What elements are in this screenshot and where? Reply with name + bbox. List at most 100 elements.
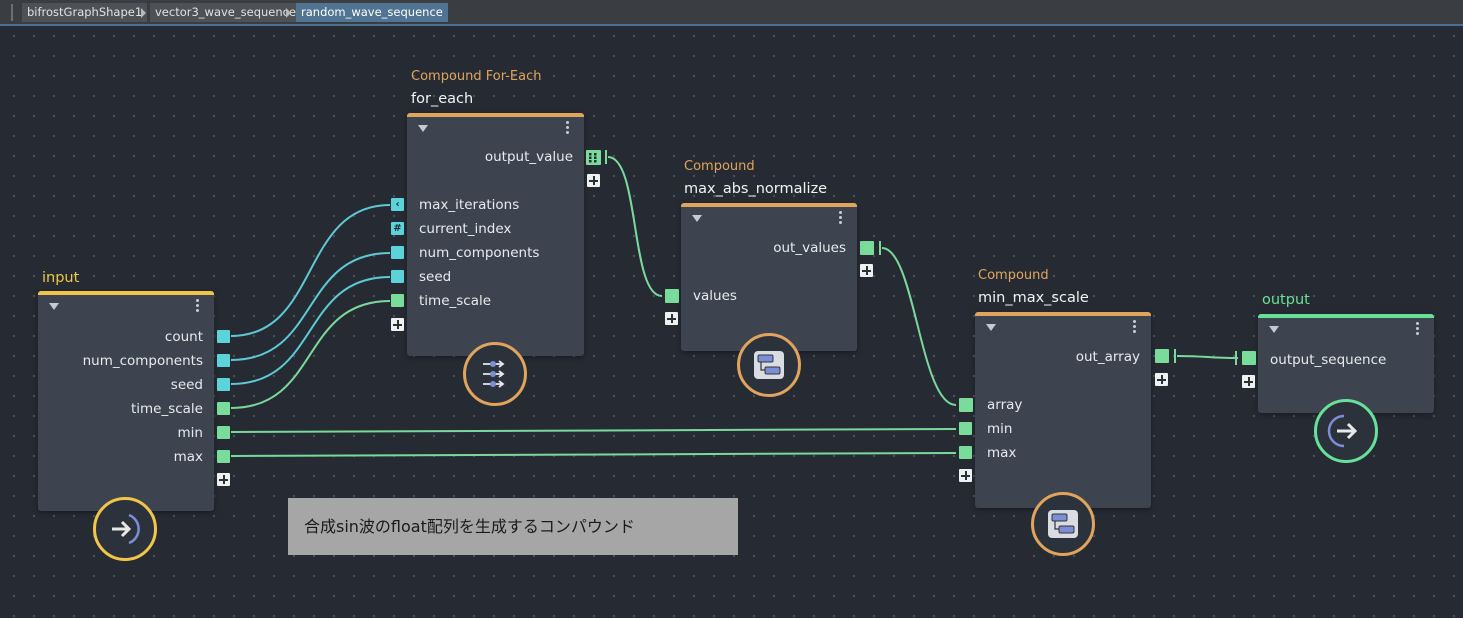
min-max-scale-node-accent [975,312,1151,316]
add-input-port-button[interactable] [1242,375,1255,388]
input-node-badge [93,497,157,561]
input-port-max[interactable] [959,446,972,459]
input-port-array[interactable] [959,398,973,412]
port-label-num-components: num_components [419,245,540,261]
port-label-num-components: num_components [82,353,203,369]
max-abs-normalize-node-title: max_abs_normalize [684,181,828,197]
collapse-triangle-icon[interactable] [418,125,428,132]
breadcrumb-item-bifrostgraphshape1[interactable]: bifrostGraphShape1 [22,3,148,22]
output-node-badge [1314,399,1378,463]
port-label-seed: seed [170,377,203,393]
for-each-node[interactable]: output_value max_iterations current_inde… [407,113,584,356]
output-port-count[interactable] [217,330,230,343]
port-label-output-value: output_value [484,149,573,165]
input-port-time-scale[interactable] [391,294,404,307]
node-menu-icon[interactable] [1416,322,1420,338]
max-abs-normalize-node[interactable]: out_values values [681,203,857,351]
min-max-scale-node-title: min_max_scale [978,290,1089,306]
node-menu-icon[interactable] [196,299,200,315]
collapse-triangle-icon[interactable] [986,324,996,331]
for-each-node-badge [463,342,527,406]
output-port-out-values[interactable] [860,241,874,255]
input-port-min[interactable] [959,422,972,435]
input-port-max-iterations[interactable]: ‹ [391,198,404,211]
array-dots-icon [589,153,597,163]
output-port-out-array[interactable] [1155,349,1169,363]
collapse-triangle-icon[interactable] [1269,326,1279,333]
add-input-port-button[interactable] [665,312,678,325]
wire-time-scale [230,300,391,409]
compound-icon [754,351,784,379]
breadcrumb-grip [11,4,13,21]
wire-output-value-to-values [607,156,663,297]
input-port-seed[interactable] [391,270,404,283]
port-label-max: max [173,449,203,465]
output-node-title: output [1262,292,1310,308]
add-output-port-button[interactable] [860,264,873,277]
output-port-seed[interactable] [217,378,230,391]
input-port-num-components[interactable] [391,246,404,259]
breadcrumb: bifrostGraphShape1 vector3_wave_sequence… [0,0,1463,26]
input-port-output-sequence[interactable] [1242,351,1256,365]
for-each-node-accent [407,113,584,117]
port-label-min: min [987,421,1013,437]
port-label-output-sequence: output_sequence [1270,352,1387,368]
wire-num-components [230,252,391,361]
port-label-count: count [164,329,203,345]
output-port-num-components[interactable] [217,354,230,367]
max-abs-normalize-node-category: Compound [684,159,755,174]
breadcrumb-separator-icon [141,8,146,18]
add-output-port-button[interactable] [587,174,600,187]
output-node[interactable]: output_sequence [1258,314,1434,413]
port-label-time-scale: time_scale [419,293,492,309]
add-output-port-button[interactable] [217,473,230,486]
collapse-triangle-icon[interactable] [692,215,702,222]
arrow-right-into-arc-icon [112,513,140,545]
port-label-max: max [987,445,1017,461]
wire-min [230,428,957,433]
wire-seed [230,276,391,385]
port-label-current-index: current_index [419,221,512,237]
arrow-right-circle-icon [1327,414,1358,448]
port-label-array: array [987,397,1023,413]
add-input-port-button[interactable] [391,318,404,331]
wire-out-values-to-array [881,247,957,406]
add-output-port-button[interactable] [1155,373,1168,386]
input-node-title: input [42,270,80,286]
graph-comment-note[interactable]: 合成sin波のfloat配列を生成するコンパウンド [288,498,738,555]
output-port-max[interactable] [217,450,230,463]
port-label-out-array: out_array [1075,349,1140,365]
output-port-min[interactable] [217,426,230,439]
compound-icon [1048,510,1078,538]
wire-count-to-max-iterations [230,204,391,337]
min-max-scale-node[interactable]: out_array array min max [975,312,1151,508]
collapse-triangle-icon[interactable] [49,303,59,310]
for-each-node-title: for_each [411,91,474,107]
breadcrumb-item-vector3-wave-sequence[interactable]: vector3_wave_sequence [150,3,302,22]
breadcrumb-separator-icon [286,8,291,18]
port-label-values: values [693,288,737,304]
min-max-scale-node-category: Compound [978,268,1049,283]
max-abs-normalize-node-badge [737,333,801,397]
wire-out-array-to-output-sequence [1176,355,1239,359]
max-abs-normalize-node-accent [681,203,857,207]
input-node-accent [38,291,214,295]
breadcrumb-item-random-wave-sequence[interactable]: random_wave_sequence [296,3,448,22]
wire-max [230,452,957,457]
node-menu-icon[interactable] [839,211,843,227]
input-node[interactable]: count num_components seed time_scale min… [38,291,214,511]
port-label-min: min [177,425,203,441]
min-max-scale-node-badge [1031,492,1095,556]
port-label-max-iterations: max_iterations [419,197,520,213]
input-port-current-index[interactable]: # [391,222,404,235]
output-port-time-scale[interactable] [217,402,230,415]
node-menu-icon[interactable] [1133,320,1137,336]
iteration-arrows-icon [483,360,505,388]
for-each-node-category: Compound For-Each [411,69,542,84]
node-menu-icon[interactable] [566,121,570,137]
output-port-output-value[interactable] [586,150,601,165]
input-port-values[interactable] [665,289,679,303]
add-input-port-button[interactable] [959,469,972,482]
port-label-out-values: out_values [773,240,846,256]
